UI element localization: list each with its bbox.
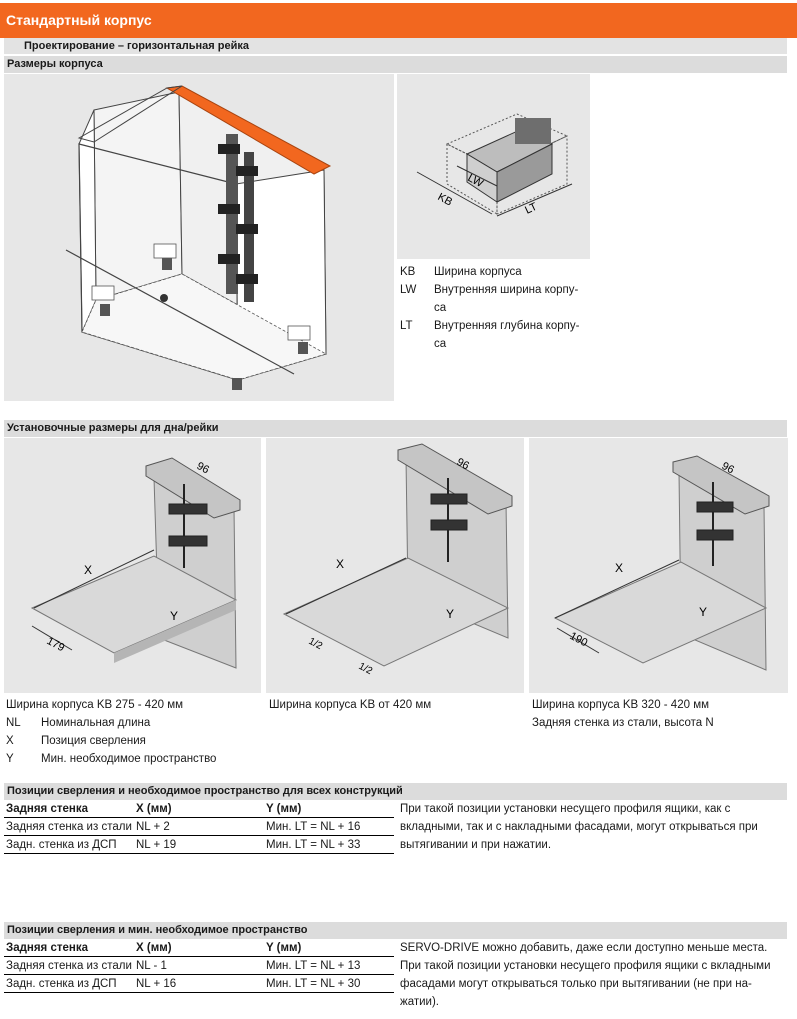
- label-179: 179: [45, 635, 67, 654]
- legend-text: Ширина корпуса: [434, 266, 522, 278]
- table-row: Задн. стенка из ДСП NL + 19 Мин. LT = NL…: [4, 835, 394, 854]
- table-header-cell: X (мм): [134, 939, 264, 957]
- drilling-table-min: Задняя стенка X (мм) Y (мм) Задняя стенк…: [4, 939, 394, 993]
- drawer-dimension-diagram: LW KB LT: [397, 74, 590, 259]
- section-title-install-dimensions: Установочные размеры для дна/рейки: [4, 420, 787, 437]
- legend-cabinet-dimensions: KB Ширина корпуса LW Внутренняя ширина кор…: [400, 263, 590, 353]
- table-cell: NL + 19: [134, 835, 264, 854]
- page-title: Стандартный корпус: [0, 3, 797, 38]
- table-header-row: Задняя стенка X (мм) Y (мм): [4, 800, 394, 818]
- legend-key: X: [6, 735, 14, 747]
- subheader-title: Проектирование – горизонтальная рейка: [4, 38, 787, 54]
- legend-install: NL Номинальная длина X Позиция сверления Y…: [6, 714, 216, 768]
- section-title-cabinet-dimensions: Размеры корпуса: [4, 56, 787, 73]
- legend-text: Мин. необходимое пространство: [41, 753, 217, 765]
- note-line: фасадами могут открываться только при вы…: [400, 978, 752, 990]
- note-line: вытягивании и при нажатии.: [400, 839, 552, 851]
- table-header-cell: X (мм): [134, 800, 264, 818]
- legend-text-cont: са: [434, 338, 447, 350]
- table-cell: Задн. стенка из ДСП: [4, 974, 134, 993]
- legend-row-nl: NL Номинальная длина: [6, 714, 216, 732]
- note-line: жатии).: [400, 996, 439, 1008]
- table-header-cell: Y (мм): [264, 939, 394, 957]
- caption-diagram-3b: Задняя стенка из стали, высота N: [532, 717, 714, 729]
- legend-text: Номинальная длина: [41, 717, 151, 729]
- legend-key: NL: [6, 717, 21, 729]
- install-diagram-2: X Y 1/2 1/2 96: [266, 438, 524, 693]
- caption-diagram-1: Ширина корпуса KB 275 - 420 мм: [6, 699, 184, 711]
- legend-text-cont: са: [434, 302, 447, 314]
- label-y: Y: [170, 609, 178, 623]
- section-title-drilling-min: Позиции сверления и мин. необходимое про…: [4, 922, 787, 939]
- label-96: 96: [720, 460, 736, 476]
- legend-text: Внутренняя глубина корпу-: [434, 320, 580, 332]
- note-drilling-min: SERVO-DRIVE можно добавить, даже если до…: [400, 939, 795, 1011]
- legend-key: LT: [400, 320, 413, 332]
- legend-row-y: Y Мин. необходимое пространство: [6, 750, 216, 768]
- legend-key: Y: [6, 753, 14, 765]
- label-x: X: [336, 557, 344, 571]
- note-line: вкладными, так и с накладными фасадами, …: [400, 821, 758, 833]
- table-header-cell: Задняя стенка: [4, 939, 134, 957]
- install-diagram-3: X Y 190 96: [529, 438, 788, 693]
- table-cell: Задняя стенка из стали: [4, 956, 134, 975]
- legend-row-lt: LT Внутренняя глубина корпу-: [400, 317, 590, 335]
- label-x: X: [615, 561, 623, 575]
- table-header-row: Задняя стенка X (мм) Y (мм): [4, 939, 394, 957]
- table-row: Задняя стенка из стали NL + 2 Мин. LT = …: [4, 817, 394, 836]
- note-drilling-all: При такой позиции установки несущего про…: [400, 800, 792, 854]
- legend-key: LW: [400, 284, 417, 296]
- note-line: При такой позиции установки несущего про…: [400, 960, 771, 972]
- install-diagram-1: X Y 179 96: [4, 438, 261, 693]
- label-lt: LT: [523, 201, 539, 217]
- drilling-table-all: Задняя стенка X (мм) Y (мм) Задняя стенк…: [4, 800, 394, 854]
- table-row: Задн. стенка из ДСП NL + 16 Мин. LT = NL…: [4, 974, 394, 993]
- section-title-drilling-all: Позиции сверления и необходимое простран…: [4, 783, 787, 800]
- label-96: 96: [455, 456, 471, 472]
- caption-diagram-2: Ширина корпуса KB от 420 мм: [269, 699, 432, 711]
- table-cell: NL + 16: [134, 974, 264, 993]
- legend-text: Внутренняя ширина корпу-: [434, 284, 579, 296]
- table-row: Задняя стенка из стали NL - 1 Мин. LT = …: [4, 956, 394, 975]
- label-half-1: 1/2: [307, 636, 325, 652]
- legend-key: KB: [400, 266, 416, 278]
- legend-text: Позиция сверления: [41, 735, 146, 747]
- table-cell: Мин. LT = NL + 13: [264, 956, 394, 975]
- table-cell: Мин. LT = NL + 33: [264, 835, 394, 854]
- legend-row-kb: KB Ширина корпуса: [400, 263, 590, 281]
- legend-row-lw: LW Внутренняя ширина корпу-: [400, 281, 590, 299]
- table-cell: Задн. стенка из ДСП: [4, 835, 134, 854]
- cabinet-illustration: [4, 74, 394, 401]
- table-header-cell: Задняя стенка: [4, 800, 134, 818]
- note-line: SERVO-DRIVE можно добавить, даже если до…: [400, 942, 768, 954]
- label-y: Y: [699, 605, 707, 619]
- table-cell: NL - 1: [134, 956, 264, 975]
- label-y: Y: [446, 607, 454, 621]
- note-line: При такой позиции установки несущего про…: [400, 803, 731, 815]
- label-x: X: [84, 563, 92, 577]
- legend-row-x: X Позиция сверления: [6, 732, 216, 750]
- table-cell: Задняя стенка из стали: [4, 817, 134, 836]
- label-kb: KB: [436, 191, 455, 208]
- label-half-2: 1/2: [357, 661, 375, 677]
- table-cell: NL + 2: [134, 817, 264, 836]
- caption-diagram-3a: Ширина корпуса KB 320 - 420 мм: [532, 699, 710, 711]
- table-header-cell: Y (мм): [264, 800, 394, 818]
- label-96: 96: [195, 460, 211, 476]
- table-cell: Мин. LT = NL + 16: [264, 817, 394, 836]
- table-cell: Мин. LT = NL + 30: [264, 974, 394, 993]
